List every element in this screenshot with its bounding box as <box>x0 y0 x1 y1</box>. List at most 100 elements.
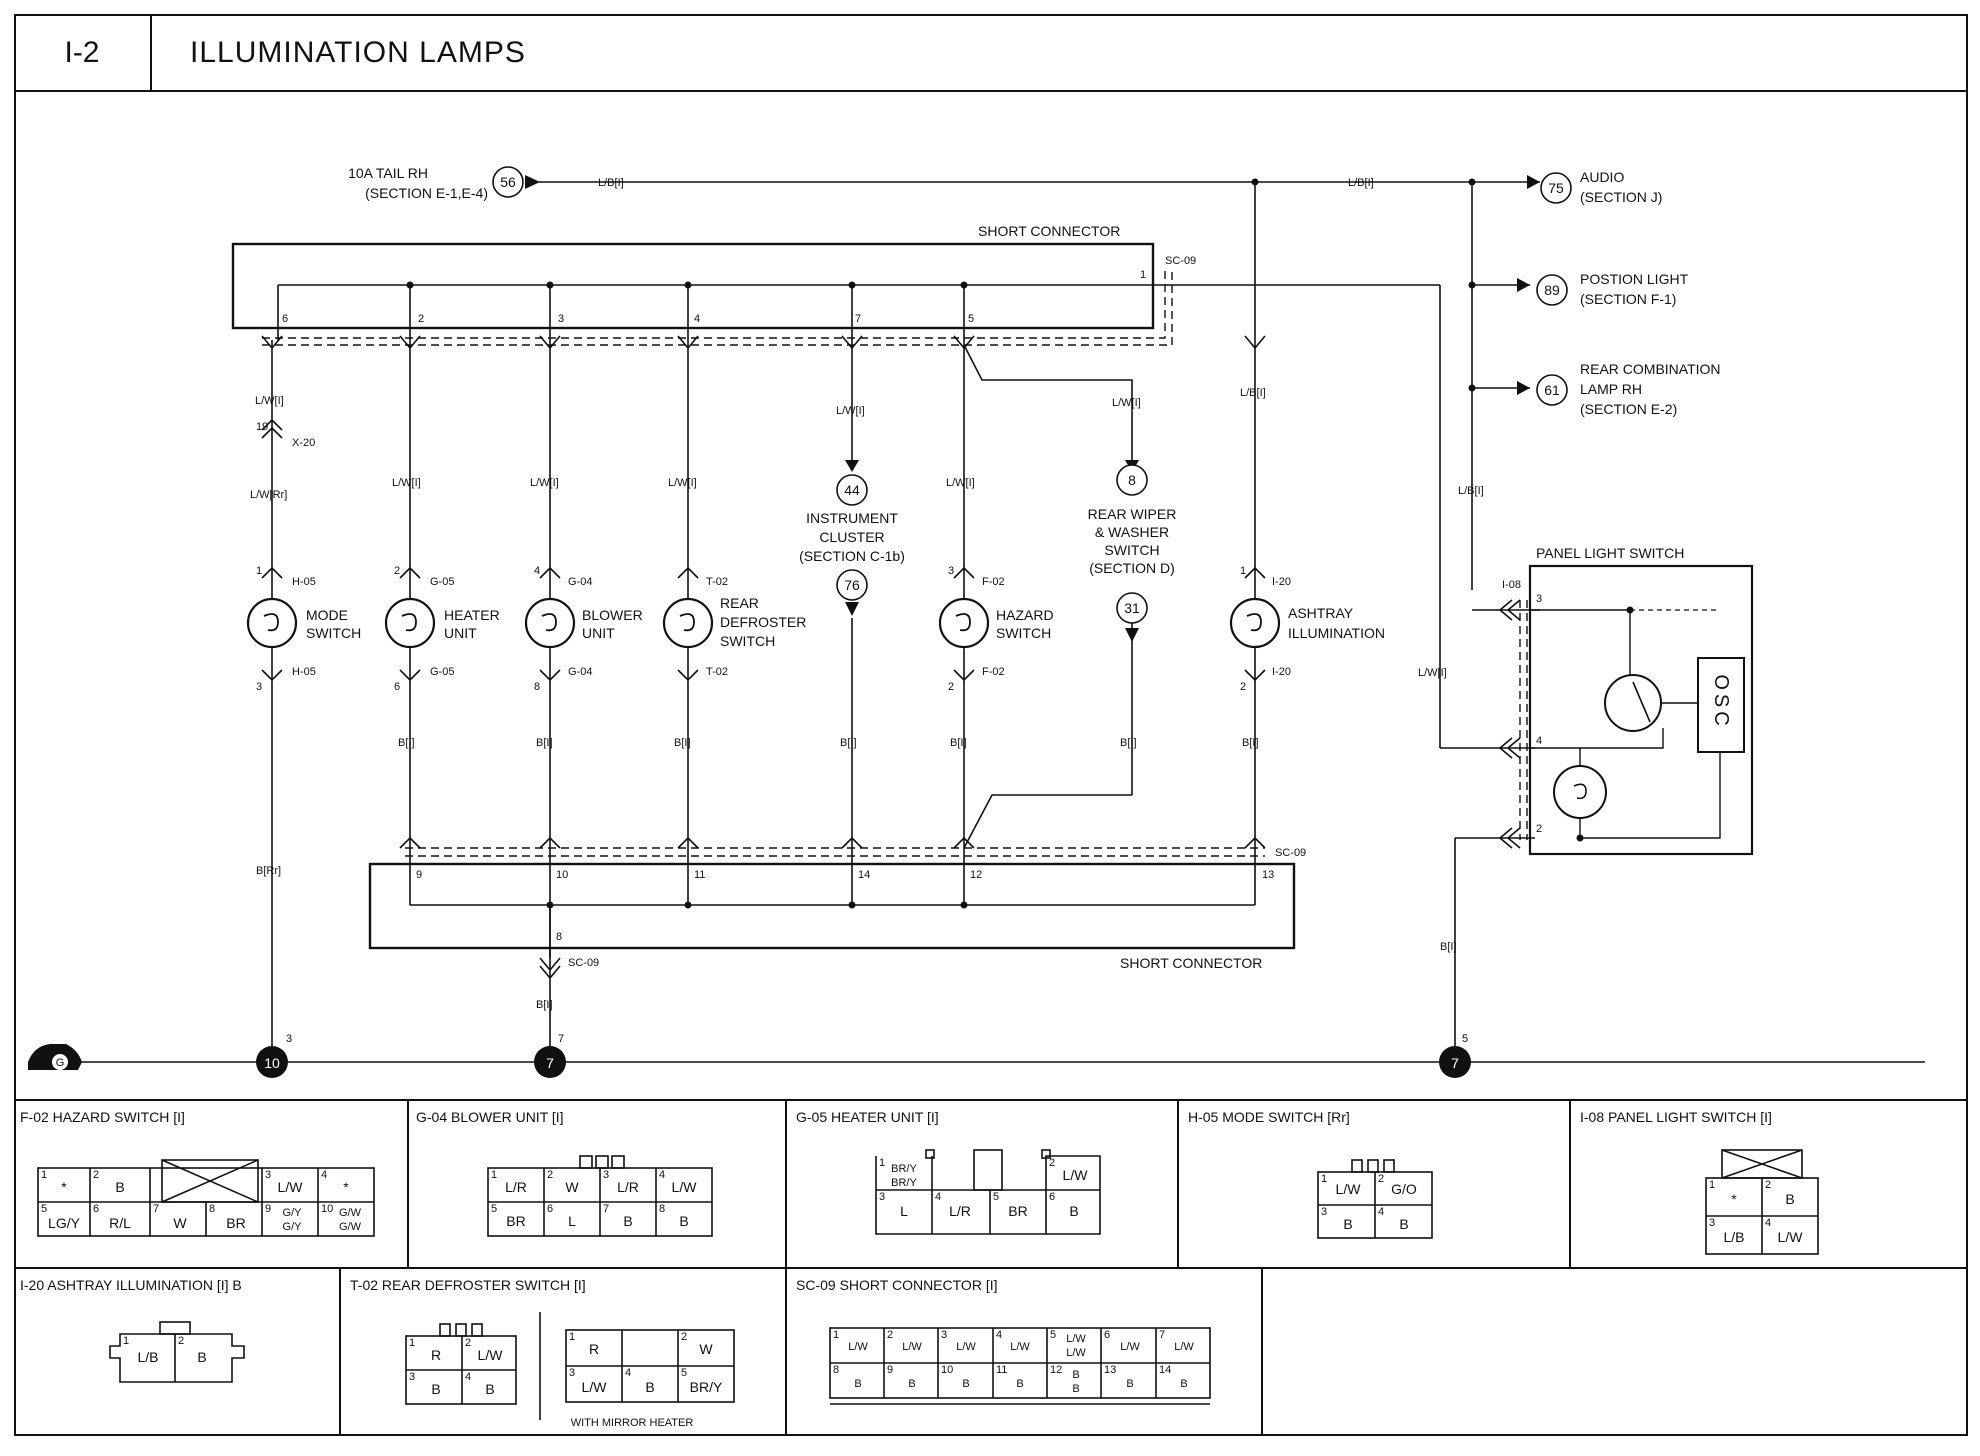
diagram-label: L/W <box>1120 1341 1140 1353</box>
source-75: 75 AUDIO (SECTION J) <box>1540 169 1662 205</box>
diagram-label: B <box>1072 1369 1079 1381</box>
sc09-bottom-id: SC-09 <box>1275 847 1306 859</box>
diagram-label: 2 <box>547 1169 553 1181</box>
conn-id: I-20 <box>1272 576 1291 588</box>
conn-id: H-05 <box>292 576 316 588</box>
diagram-label: L/W <box>672 1179 698 1195</box>
lamp-name: MODE <box>306 607 348 623</box>
connector-view-f02: F-02 HAZARD SWITCH [I] 1* 2B 3L/W 4* 5LG… <box>20 1109 375 1237</box>
diagram-label: 3 <box>941 1329 947 1341</box>
wire-label: B[I] <box>1440 941 1457 953</box>
diagram-label: R <box>589 1341 599 1357</box>
lamp-name: ASHTRAY <box>1288 605 1354 621</box>
diagram-label: G/O <box>1391 1181 1417 1197</box>
wire-label: L/W[I] <box>668 477 697 489</box>
rear-wiper-line1: REAR WIPER <box>1088 506 1177 522</box>
lamp-icon <box>246 597 298 649</box>
diagram-label: 4 <box>1378 1206 1384 1218</box>
diagram-label: 3 <box>1321 1206 1327 1218</box>
short-connector-top: SHORT CONNECTOR SC-09 6 2 3 4 7 5 1 <box>231 223 1440 346</box>
lamp-wires <box>271 285 1535 1062</box>
diagram-label: B <box>1785 1191 1794 1207</box>
connector-view-title: SC-09 SHORT CONNECTOR [I] <box>796 1277 997 1293</box>
diagram-label: 4 <box>625 1367 631 1379</box>
diagram-label: 6 <box>1049 1191 1055 1203</box>
lamp-heater-unit: HEATER UNIT G-05 G-05 2 6 L/W[I] B[I] <box>384 477 500 749</box>
diagram-label: B <box>1343 1216 1352 1232</box>
diagram-label: 12 <box>1050 1364 1062 1376</box>
conn-id: G-04 <box>568 666 592 678</box>
diagram-label: 2 <box>681 1331 687 1343</box>
diagram-label: L <box>900 1203 908 1219</box>
diagram-label: L/W <box>1010 1341 1030 1353</box>
diagram-label: L/W <box>478 1347 504 1363</box>
diagram-label: BR/Y <box>891 1163 917 1175</box>
diagram-label: 6 <box>93 1203 99 1215</box>
diagram-label: 4 <box>1765 1217 1771 1229</box>
lamp-icon <box>938 597 990 649</box>
lamp-blower-unit: BLOWER UNIT G-04 G-04 4 8 L/W[I] B[I] <box>524 477 643 749</box>
conn-id: X-20 <box>292 437 315 449</box>
diagram-label: B <box>431 1381 440 1397</box>
rear-wiper-ref: L/W[I] 8 REAR WIPER & WASHER SWITCH (SEC… <box>1088 397 1177 749</box>
lamp-mode-switch: MODE SWITCH H-05 H-05 1 3 L/W[I] L/W[Rr]… <box>246 395 361 877</box>
ref-circle-icon <box>836 569 868 601</box>
diagram-label: 1 <box>409 1337 415 1349</box>
source-label: POSTION LIGHT <box>1580 271 1689 287</box>
ground-bus: G 10 3 7 7 7 5 <box>28 1033 1925 1078</box>
arrow-icon <box>1527 175 1540 189</box>
diagram-label: G/Y <box>283 1221 303 1233</box>
ref-number: 89 <box>1544 282 1560 298</box>
wire-label: L/W[I] <box>530 477 559 489</box>
diagram-label: 1 <box>569 1331 575 1343</box>
pin-number: 6 <box>394 681 400 693</box>
diagram-label: 1 <box>123 1335 129 1347</box>
diagram-label: L/R <box>949 1203 971 1219</box>
wire-label: L/W[I] <box>1418 667 1447 679</box>
lamp-name-2: SWITCH <box>996 625 1051 641</box>
diagram-label: L/W <box>1174 1341 1194 1353</box>
diagram-label: L/W <box>902 1341 922 1353</box>
diagram-label: L/W <box>1066 1347 1086 1359</box>
splice-dot <box>1468 384 1476 392</box>
instrument-line3: (SECTION C-1b) <box>799 548 905 564</box>
diagram-label: 4 <box>321 1169 327 1181</box>
pin-number: 6 <box>282 313 288 325</box>
pin-number: 10 <box>556 869 568 881</box>
diagram-label: W <box>699 1341 713 1357</box>
diagram-label: 6 <box>547 1203 553 1215</box>
connector-view-i20: I-20 ASHTRAY ILLUMINATION [I] B 1L/B 2B <box>20 1277 245 1383</box>
diagram-label: B <box>854 1378 861 1390</box>
diagram-label: 1 <box>1709 1179 1715 1191</box>
diagram-label: BR <box>1008 1203 1027 1219</box>
pin-number: 3 <box>256 681 262 693</box>
pin-number: 4 <box>1536 735 1542 747</box>
bottom-splices <box>546 901 968 909</box>
diagram-label: B <box>908 1378 915 1390</box>
diagram-label: B <box>485 1381 494 1397</box>
ref-number: 61 <box>1544 382 1560 398</box>
conn-id: F-02 <box>982 576 1005 588</box>
panel-switch-label: PANEL LIGHT SWITCH <box>1536 545 1684 561</box>
diagram-label: 3 <box>409 1371 415 1383</box>
diagram-label: 4 <box>465 1371 471 1383</box>
short-connector-bottom: SC-09 9 10 11 14 12 13 8 SC-09 SHORT CON… <box>368 847 1306 1011</box>
pin-number: 7 <box>855 313 861 325</box>
diagram-label: B <box>1180 1378 1187 1390</box>
splice-dot <box>1251 178 1259 186</box>
title-bar <box>14 14 1968 92</box>
diagram-label: * <box>61 1179 67 1195</box>
diagram-label: 8 <box>833 1364 839 1376</box>
diagram-label: L/W <box>1063 1167 1089 1183</box>
ref-number: 56 <box>500 174 516 190</box>
connector-chevrons <box>261 335 1266 980</box>
diagram-label: 4 <box>935 1191 941 1203</box>
diagram-label: L/W <box>1778 1229 1804 1245</box>
diagram-label: 4 <box>659 1169 665 1181</box>
pin-number: 3 <box>948 565 954 577</box>
diagram-label: BR/Y <box>690 1379 723 1395</box>
pin-number: 1 <box>1240 565 1246 577</box>
diagram-label: 3 <box>1709 1217 1715 1229</box>
lamp-name: HEATER <box>444 607 500 623</box>
wire-label: B[I] <box>398 737 415 749</box>
